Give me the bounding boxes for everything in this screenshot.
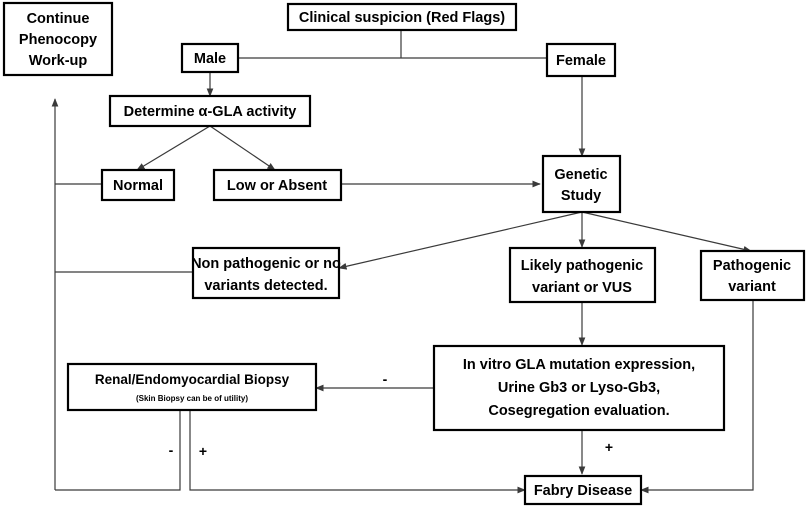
node-normal: Normal bbox=[100, 168, 176, 202]
node-clinical-suspicion: Clinical suspicion (Red Flags) bbox=[286, 2, 518, 32]
continue-line-2: Phenocopy bbox=[19, 32, 97, 48]
biopsy-label: Renal/Endomyocardial Biopsy bbox=[95, 372, 290, 387]
node-pathogenic: Pathogenic variant bbox=[699, 249, 806, 302]
likely-pathogenic-line-2: variant or VUS bbox=[532, 280, 632, 296]
in-vitro-line-1: In vitro GLA mutation expression, bbox=[463, 357, 695, 373]
fabry-label: Fabry Disease bbox=[534, 483, 632, 499]
edge-genetic-to-non-pathogenic bbox=[338, 211, 583, 270]
edge-alpha-gla-to-low bbox=[209, 125, 276, 171]
in-vitro-line-2: Urine Gb3 or Lyso-Gb3, bbox=[498, 380, 660, 396]
edge-biopsy-pos-to-fabry bbox=[189, 410, 526, 494]
edge-label-invitro-positive: + bbox=[605, 439, 613, 455]
node-low-or-absent: Low or Absent bbox=[212, 168, 343, 202]
node-female: Female bbox=[545, 42, 617, 78]
continue-line-1: Continue bbox=[27, 11, 90, 27]
edge-label-invitro-negative: - bbox=[383, 371, 388, 387]
edge-alpha-gla-to-normal bbox=[136, 125, 211, 171]
node-biopsy: Renal/Endomyocardial Biopsy (Skin Biopsy… bbox=[66, 362, 318, 412]
edge-label-biopsy-positive: + bbox=[199, 443, 207, 459]
node-likely-pathogenic: Likely pathogenic variant or VUS bbox=[508, 246, 657, 304]
in-vitro-line-3: Cosegregation evaluation. bbox=[488, 403, 669, 419]
genetic-line-1: Genetic bbox=[554, 167, 607, 183]
edge-genetic-to-pathogenic bbox=[581, 211, 752, 253]
female-label: Female bbox=[556, 53, 606, 69]
node-in-vitro-evaluation: In vitro GLA mutation expression, Urine … bbox=[432, 344, 726, 432]
continue-line-3: Work-up bbox=[29, 53, 88, 69]
edge-pathogenic-to-fabry bbox=[640, 300, 754, 494]
edges bbox=[51, 30, 754, 494]
pathogenic-line-1: Pathogenic bbox=[713, 258, 791, 274]
node-alpha-gla-activity: Determine α-GLA activity bbox=[108, 94, 312, 128]
node-non-pathogenic: Non pathogenic or no variants detected. bbox=[191, 246, 341, 300]
non-pathogenic-line-1: Non pathogenic or no bbox=[191, 256, 341, 272]
pathogenic-line-2: variant bbox=[728, 279, 776, 295]
edge-clinical-split bbox=[238, 30, 547, 59]
non-pathogenic-line-2: variants detected. bbox=[204, 278, 327, 294]
node-male: Male bbox=[180, 42, 240, 74]
normal-label: Normal bbox=[113, 178, 163, 194]
clinical-suspicion-label: Clinical suspicion (Red Flags) bbox=[299, 10, 505, 26]
edge-label-biopsy-negative: - bbox=[169, 442, 174, 458]
genetic-line-2: Study bbox=[561, 188, 601, 204]
edge-biopsy-neg-to-continue bbox=[55, 410, 181, 491]
likely-pathogenic-line-1: Likely pathogenic bbox=[521, 258, 643, 274]
node-genetic-study: Genetic Study bbox=[541, 154, 622, 214]
biopsy-note: (Skin Biopsy can be of utility) bbox=[136, 394, 248, 403]
node-continue-phenocopy: Continue Phenocopy Work-up bbox=[2, 1, 114, 77]
node-fabry-disease: Fabry Disease bbox=[523, 474, 643, 506]
male-label: Male bbox=[194, 51, 226, 67]
low-absent-label: Low or Absent bbox=[227, 178, 327, 194]
alpha-gla-label: Determine α-GLA activity bbox=[124, 104, 297, 120]
